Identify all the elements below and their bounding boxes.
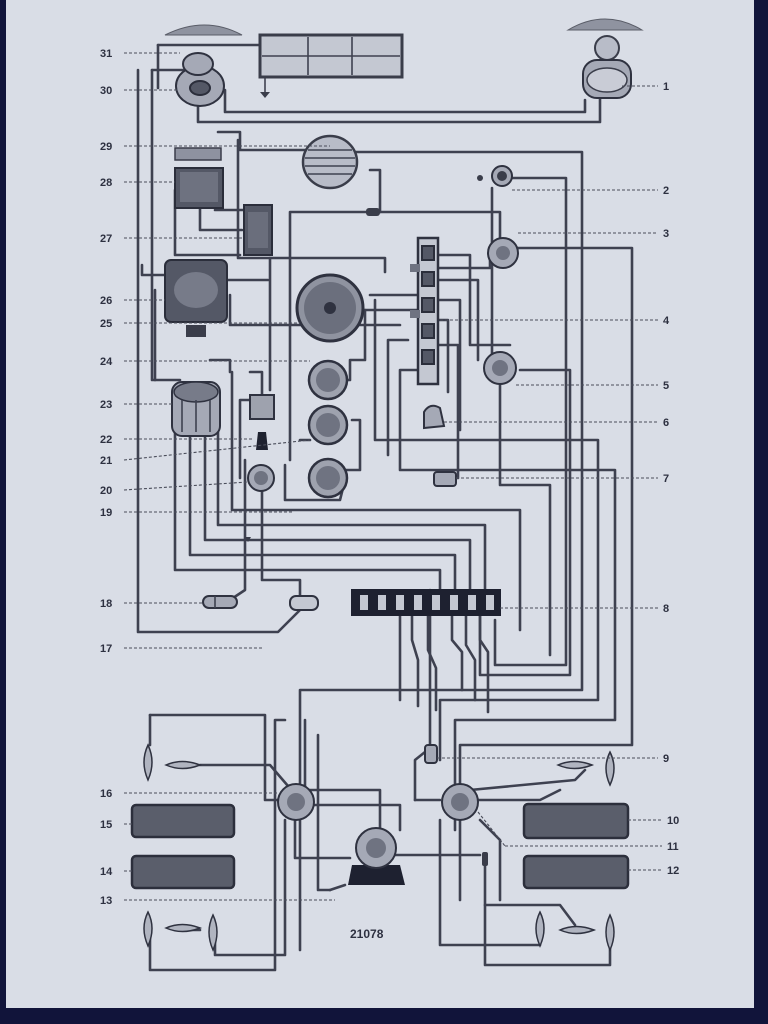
component-30 <box>175 52 225 107</box>
callout-1: 1 <box>663 81 669 93</box>
callout-leaders <box>123 52 662 901</box>
callout-29: 29 <box>100 141 112 153</box>
callout-8: 8 <box>663 603 669 615</box>
dome-shade-right <box>566 18 644 31</box>
diagram-code: 21078 <box>350 927 384 941</box>
component-1 <box>582 35 632 99</box>
sensor-5 <box>483 351 517 385</box>
lamp-14 <box>130 854 236 890</box>
callout-31: 31 <box>100 48 112 60</box>
callout-2: 2 <box>663 185 669 197</box>
gauge-19 <box>307 457 349 499</box>
callout-labels-right: 1 2 3 4 5 6 7 8 9 10 11 12 <box>663 81 679 877</box>
component-23 <box>171 381 221 437</box>
gauge-22 <box>307 404 349 446</box>
wire-markers <box>245 208 488 866</box>
gauge-25 <box>295 273 365 343</box>
relay-16 <box>277 783 315 821</box>
callout-20: 20 <box>100 485 112 497</box>
connector-17 <box>289 595 319 611</box>
terminal-strip-4 <box>410 236 440 386</box>
callout-11: 11 <box>667 841 679 853</box>
callout-3: 3 <box>663 228 669 240</box>
callout-16: 16 <box>100 788 112 800</box>
component-6 <box>423 404 446 430</box>
callout-14: 14 <box>100 866 113 878</box>
component-20 <box>247 464 275 492</box>
relay-27 <box>243 204 273 256</box>
callout-22: 22 <box>100 434 112 446</box>
callout-7: 7 <box>663 473 669 485</box>
component-7 <box>433 471 457 487</box>
speaker-29 <box>301 134 359 190</box>
component-2 <box>477 165 513 187</box>
callout-24: 24 <box>100 356 113 368</box>
callout-4: 4 <box>663 315 670 327</box>
callout-25: 25 <box>100 318 112 330</box>
callout-28: 28 <box>100 177 112 189</box>
lamp-12 <box>522 854 630 890</box>
callout-17: 17 <box>100 643 112 655</box>
motor-13 <box>348 827 405 885</box>
callout-26: 26 <box>100 295 112 307</box>
fuse-box-8 <box>351 589 501 616</box>
callout-labels-left: 31 30 29 28 27 26 25 24 23 22 21 20 19 1… <box>100 48 113 907</box>
component-9 <box>424 744 438 764</box>
callout-13: 13 <box>100 895 112 907</box>
connector-18 <box>202 595 238 609</box>
lamp-15 <box>130 803 236 839</box>
callout-23: 23 <box>100 399 112 411</box>
dome-shade-left <box>164 24 243 36</box>
callout-9: 9 <box>663 753 669 765</box>
callout-12: 12 <box>667 865 679 877</box>
bulb-group <box>143 743 615 952</box>
component-28 <box>174 147 224 209</box>
callout-6: 6 <box>663 417 669 429</box>
callout-27: 27 <box>100 233 112 245</box>
callout-5: 5 <box>663 380 669 392</box>
callout-30: 30 <box>100 85 112 97</box>
gauge-24 <box>307 359 349 401</box>
callout-15: 15 <box>100 819 112 831</box>
component-26 <box>164 259 228 337</box>
callout-21: 21 <box>100 455 112 467</box>
sensor-3 <box>487 237 519 269</box>
lamp-10 <box>522 802 630 840</box>
callout-18: 18 <box>100 598 112 610</box>
instrument-panel-grille <box>258 33 404 98</box>
relay-11 <box>441 783 479 821</box>
callout-19: 19 <box>100 507 112 519</box>
callout-10: 10 <box>667 815 679 827</box>
